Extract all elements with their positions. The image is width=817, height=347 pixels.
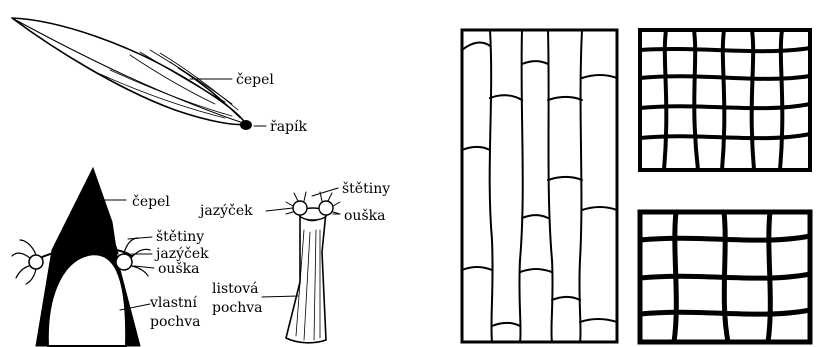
label-leaf-sheath-2: pochva [212, 300, 263, 316]
cell-panel-small-grid [640, 30, 810, 170]
petiole-knob [240, 120, 252, 130]
label-bristles-right: štětiny [342, 180, 390, 197]
label-own-sheath-2: pochva [150, 314, 201, 330]
label-grass-blade: čepel [132, 194, 170, 210]
cell-panel-elongated [462, 30, 617, 342]
leaf-blade-outline [12, 18, 246, 124]
label-leaf-blade: čepel [236, 72, 274, 88]
label-ligule-left: jazýček [154, 245, 209, 262]
leaf-illustration: čepel řapík [12, 18, 307, 135]
label-ligule-right: jazýček [198, 202, 253, 219]
label-leaf-sheath-1: listová [212, 281, 258, 297]
label-bristles-left: štětiny [156, 228, 204, 245]
label-auricles-left: ouška [158, 260, 199, 277]
label-own-sheath-1: vlastní [149, 295, 198, 311]
cell-panel-large-grid [640, 212, 810, 342]
label-auricles-right: ouška [344, 207, 385, 224]
label-petiole: řapík [270, 119, 307, 135]
grass-leaf-base-illustration: čepel štětiny jazýček ouška vlastní poch… [12, 168, 209, 346]
leaf-sheath-illustration: štětiny jazýček ouška listová pochva [198, 180, 390, 343]
